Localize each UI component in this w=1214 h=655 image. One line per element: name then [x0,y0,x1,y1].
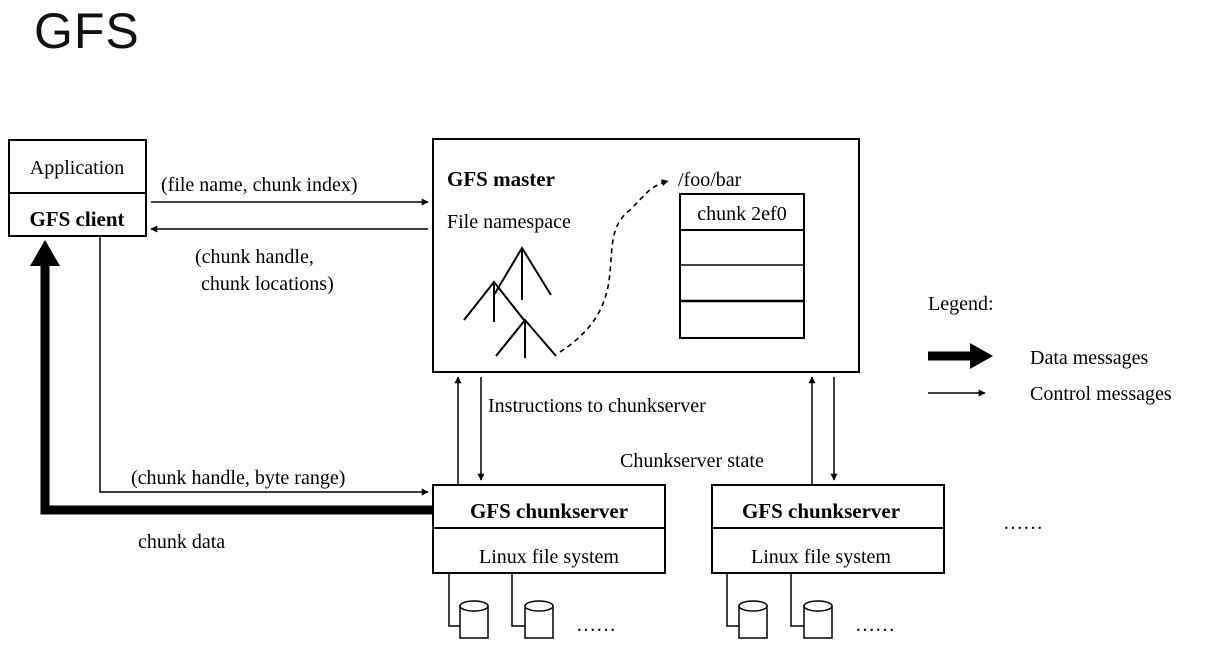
more-disks-1: …… [576,614,616,636]
disk-icon [726,573,768,639]
chunk-table: chunk 2ef0 [679,193,805,339]
file-path-label: /foo/bar [678,169,742,191]
chunkserver-1: GFS chunkserver Linux file system …… [432,484,666,639]
gfs-client-label: GFS client [29,207,124,231]
request-label: (file name, chunk index) [161,174,358,196]
file-namespace-label: File namespace [447,211,571,233]
chunkserver-2-fs: Linux file system [751,546,891,568]
chunk-data-label: chunk data [138,531,225,553]
lookup-dashed-arrow [559,179,669,353]
legend-data-arrowhead [970,343,993,369]
chunk-data-arrow [40,262,433,515]
chunk-data-arrowhead [30,240,60,266]
more-chunkservers: …… [1003,512,1043,534]
master-box: GFS master File namespace /foo/bar chunk… [432,138,860,373]
read-request-label: (chunk handle, byte range) [131,467,345,489]
application-label: Application [30,157,124,179]
disk-icon [511,573,554,639]
reply-label-line1: (chunk handle, [195,246,314,268]
more-disks-2: …… [855,614,895,636]
chunkserver-2-title: GFS chunkserver [742,499,900,523]
chunk-entry-label: chunk 2ef0 [697,203,786,225]
disk-icon [448,573,489,639]
legend-control-label: Control messages [1030,383,1172,405]
instructions-label: Instructions to chunkserver [488,395,706,417]
chunkserver-1-fs: Linux file system [479,546,619,568]
namespace-tree-icon [463,246,557,358]
legend-title: Legend: [928,293,994,315]
legend: Legend: Data messages Control messages [928,293,1172,405]
chunkserver-1-title: GFS chunkserver [470,499,628,523]
legend-data-label: Data messages [1030,347,1149,369]
read-request-arrow [99,236,429,496]
master-title: GFS master [447,167,555,191]
client-box: Application GFS client [8,139,147,237]
slide-title: GFS [34,3,140,59]
state-label: Chunkserver state [620,450,764,472]
disk-icon [790,573,833,639]
reply-label-line2: chunk locations) [201,273,334,295]
chunkserver-2: GFS chunkserver Linux file system …… [711,484,945,639]
